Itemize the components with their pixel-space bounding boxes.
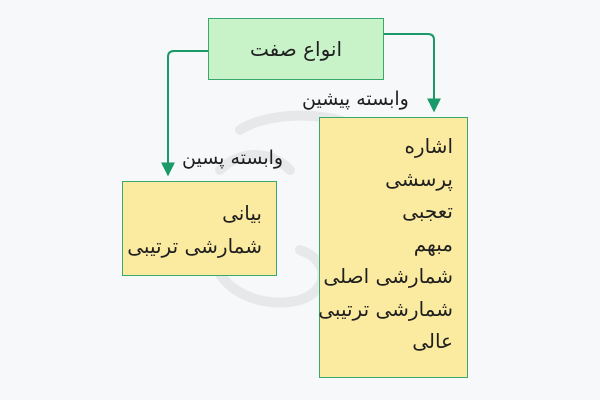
root-node-box: انواع صفت	[208, 18, 384, 80]
list-item: شمارشی ترتیبی	[318, 296, 453, 321]
following-dependents-box: بیانی شمارشی ترتیبی	[122, 181, 277, 276]
root-node-label: انواع صفت	[249, 37, 343, 61]
list-item: شمارشی اصلی	[323, 264, 453, 288]
preceding-dependents-box: اشاره پرسشی تعجبی مبهم شمارشی اصلی شمارش…	[318, 117, 468, 378]
list-item: مبهم	[413, 231, 453, 256]
edge-label-preceding-dependents: وابسته پیشین	[302, 88, 409, 110]
connector-root-to-left-box	[161, 50, 208, 177]
list-item: شمارشی ترتیبی	[127, 233, 262, 258]
edge-label-following-dependents: وابسته پسین	[182, 147, 284, 169]
list-item: پرسشی	[385, 166, 453, 191]
connector-root-to-right-box	[384, 33, 441, 113]
list-item: عالی	[412, 329, 453, 353]
list-item: بیانی	[222, 201, 262, 225]
list-item: تعجبی	[402, 199, 453, 223]
list-item: اشاره	[404, 134, 453, 158]
